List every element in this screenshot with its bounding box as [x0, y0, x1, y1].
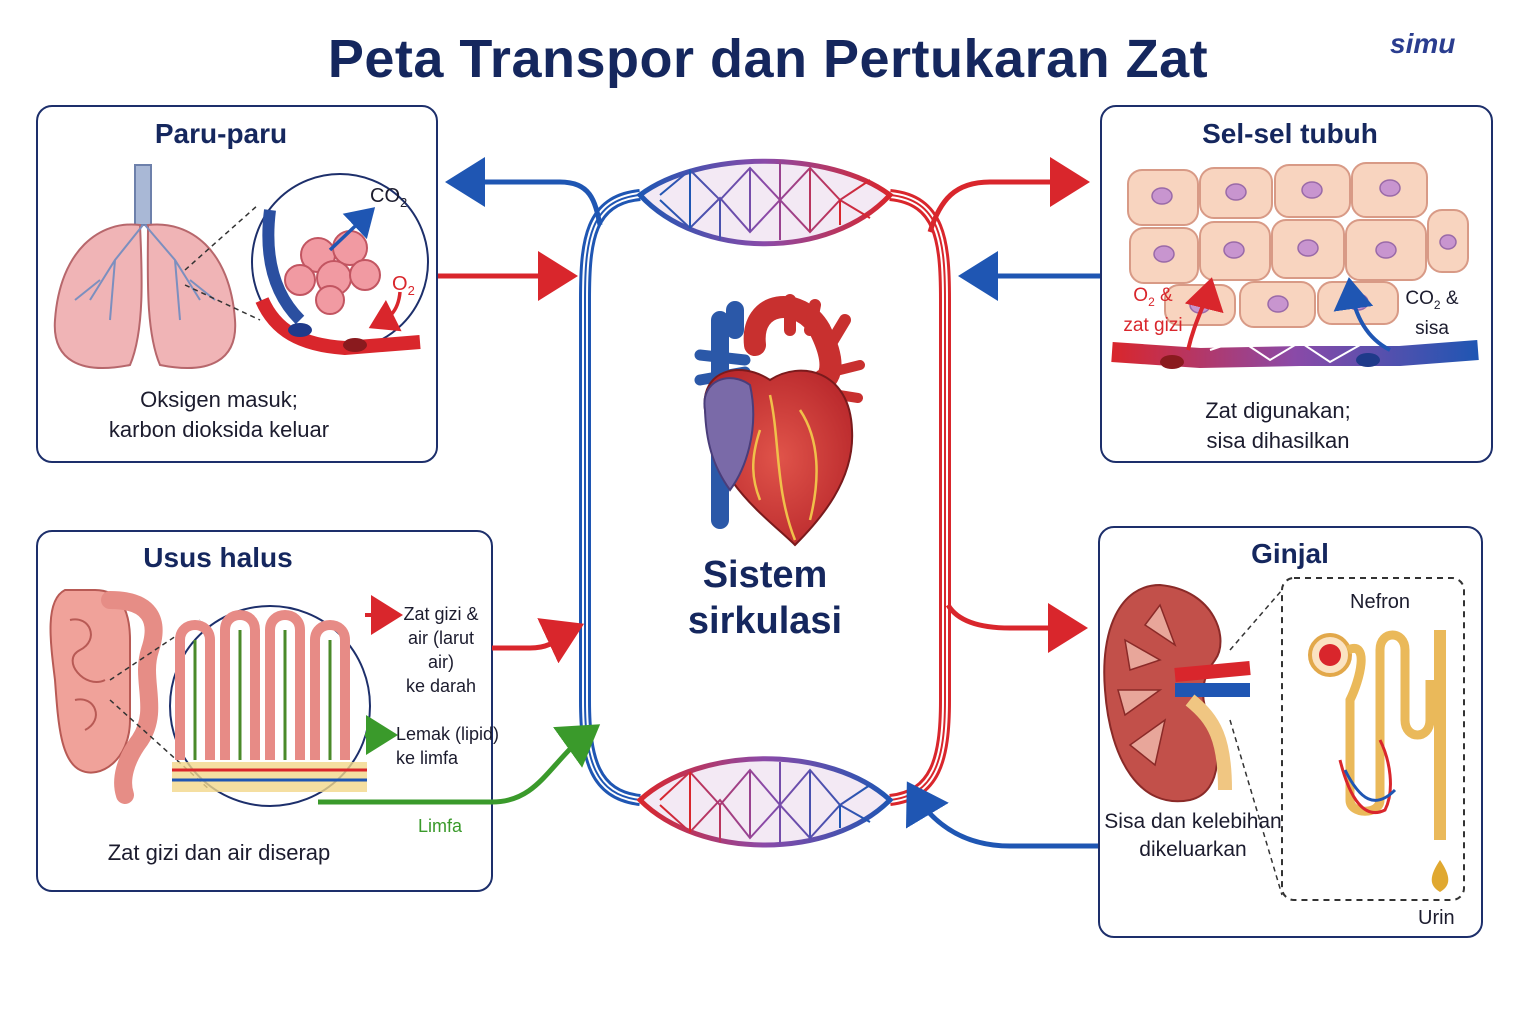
cells-co2-line2: sisa: [1415, 317, 1449, 339]
cells-o2-line2: zat gizi: [1123, 314, 1183, 336]
cells-co2-subscript: 2: [1433, 297, 1441, 312]
cells-oxygenated-arrow: [927, 157, 1090, 233]
intestine-blood-line3: ke darah: [405, 676, 477, 696]
lungs-caption: Oksigen masuk; karbon dioksida keluar: [36, 385, 402, 445]
cells-co2-label: CO2 & sisa: [1398, 287, 1466, 341]
intestine-lymph-line1: Lemak (lipid): [396, 724, 500, 744]
kidney-deoxygenated-arrow: [906, 781, 1098, 849]
intestine-blood-label: Zat gizi & air (larut air) ke darah: [396, 602, 486, 698]
cells-co2-amp: &: [1440, 288, 1459, 309]
co2-subscript: 2: [400, 195, 408, 210]
o2-subscript: 2: [407, 283, 415, 298]
brand-logo: simu: [1390, 28, 1456, 59]
lungs-co2-label: CO2: [370, 184, 407, 215]
cells-title: Sel-sel tubuh: [1202, 118, 1378, 149]
heart-illustration: [694, 294, 865, 547]
cells-caption: Zat digunakan; sisa dihasilkan: [1100, 396, 1456, 456]
lungs-caption-line1: Oksigen masuk;: [140, 387, 298, 412]
urine-label: Urin: [1418, 907, 1455, 929]
lymph-label: Limfa: [418, 816, 463, 836]
cells-caption-line1: Zat digunakan;: [1205, 398, 1351, 423]
circulation-title: Sistem sirkulasi: [640, 552, 890, 644]
cells-co2-text: CO: [1405, 288, 1434, 309]
intestine-title: Usus halus: [143, 542, 293, 573]
intestine-blood-arrow: [492, 618, 585, 664]
cells-illustration: [1111, 162, 1479, 369]
circulation-title-line2: sirkulasi: [687, 600, 843, 642]
cells-caption-line2: sisa dihasilkan: [1206, 428, 1350, 453]
lungs-title: Paru-paru: [154, 118, 288, 149]
kidney-illustration: [1103, 577, 1465, 901]
intestine-lymph-line2: ke limfa: [396, 748, 459, 768]
lungs-caption-line2: karbon dioksida keluar: [108, 417, 330, 442]
cells-o2-label: O2 & zat gizi: [1122, 284, 1184, 338]
lungs-deoxygenated-arrow: [445, 157, 603, 226]
intestine-blood-line2: air (larut air): [407, 628, 474, 672]
co2-text: CO: [370, 185, 400, 207]
circulation-loop: [579, 158, 951, 848]
kidney-oxygenated-arrow: [945, 603, 1088, 653]
cells-o2-amp: &: [1154, 285, 1173, 306]
cells-o2-subscript: 2: [1148, 294, 1155, 309]
lungs-illustration: [53, 164, 429, 369]
lungs-o2-label: O2: [392, 272, 415, 303]
intestine-illustration: [49, 589, 403, 807]
circulation-title-line1: Sistem: [702, 554, 828, 596]
kidney-title: Ginjal: [1251, 538, 1329, 569]
intestine-lymph-arrow: [318, 724, 601, 805]
kidney-caption-line1: Sisa dan kelebihan: [1104, 810, 1282, 833]
nephron-label: Nefron: [1350, 591, 1411, 613]
kidney-caption: Sisa dan kelebihan dikeluarkan: [1104, 808, 1282, 864]
cells-o2-text: O: [1133, 285, 1149, 306]
intestine-lymph-label: Lemak (lipid) ke limfa: [396, 722, 499, 770]
kidney-caption-line2: dikeluarkan: [1139, 838, 1247, 861]
intestine-caption: Zat gizi dan air diserap: [107, 840, 331, 865]
o2-text: O: [392, 273, 408, 295]
page-title: Peta Transpor dan Pertukaran Zat: [327, 29, 1209, 89]
intestine-blood-line1: Zat gizi &: [403, 604, 479, 624]
